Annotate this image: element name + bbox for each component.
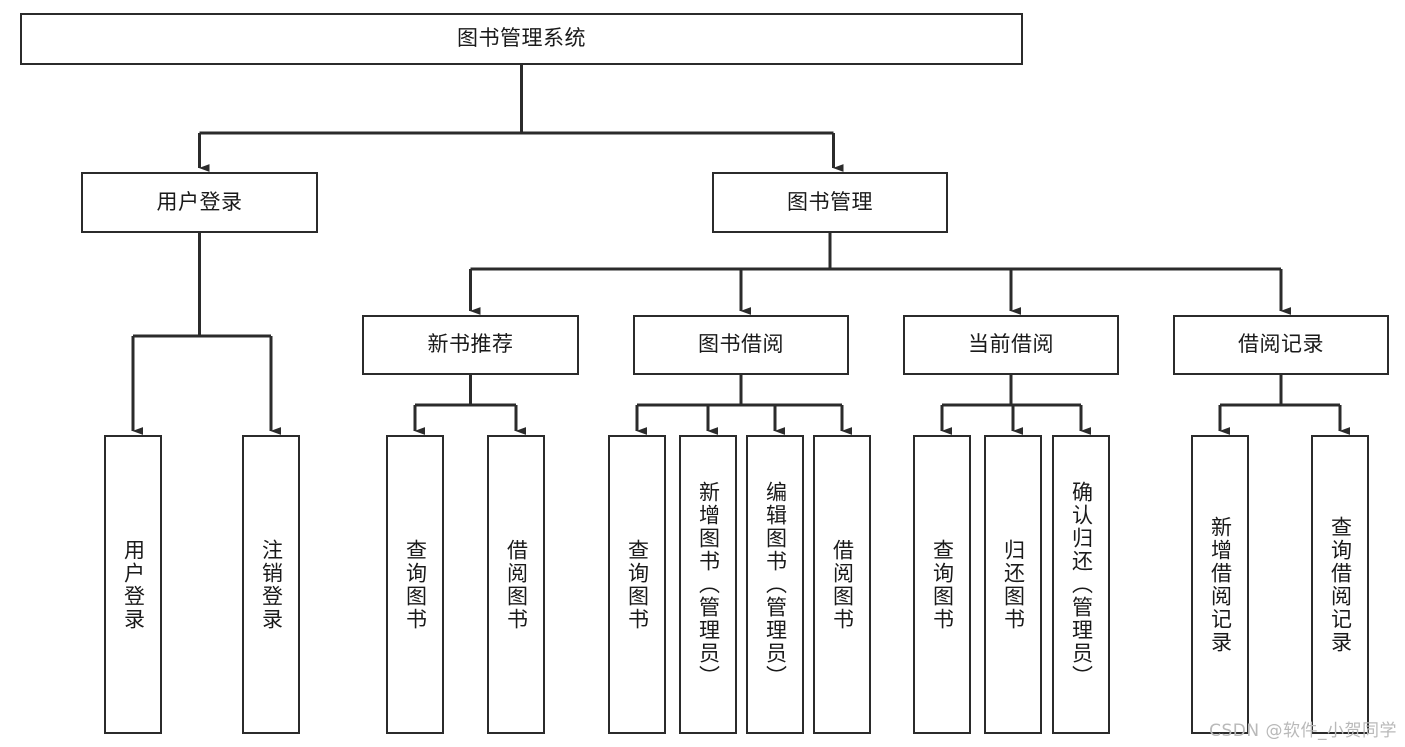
leaf-query-book-borrow-label: 查询图书 [625,538,650,631]
node-book-manage[interactable]: 图书管理 [712,172,948,233]
leaf-borrow-book[interactable]: 借阅图书 [813,435,871,734]
leaf-confirm-return-label: 确认归还（管理员） [1069,481,1094,688]
leaf-query-book-borrow[interactable]: 查询图书 [608,435,666,734]
leaf-add-book[interactable]: 新增图书（管理员） [679,435,737,734]
leaf-borrow-book-label: 借阅图书 [830,538,855,631]
leaf-borrow-book-recommend-label: 借阅图书 [504,538,529,631]
leaf-edit-book[interactable]: 编辑图书（管理员） [746,435,804,734]
edges-currentborrow-to-leaves [940,375,1092,435]
node-user-login[interactable]: 用户登录 [81,172,318,233]
node-book-borrow-label: 图书借阅 [698,332,784,357]
leaf-query-book-current-label: 查询图书 [930,538,955,631]
leaf-add-borrow-record-label: 新增借阅记录 [1208,515,1233,654]
edges-bookborrow-to-leaves [635,375,853,435]
leaf-logout[interactable]: 注销登录 [242,435,300,734]
node-borrow-record-label: 借阅记录 [1238,332,1324,357]
leaf-query-book-recommend[interactable]: 查询图书 [386,435,444,734]
leaf-borrow-book-recommend[interactable]: 借阅图书 [487,435,545,734]
node-current-borrow[interactable]: 当前借阅 [903,315,1119,375]
node-root-label: 图书管理系统 [457,26,586,51]
node-book-borrow[interactable]: 图书借阅 [633,315,849,375]
leaf-add-book-label: 新增图书（管理员） [696,481,721,688]
leaf-query-borrow-record-label: 查询借阅记录 [1328,515,1353,654]
edges-borrowrecord-to-leaves [1218,375,1351,435]
leaf-query-book-current[interactable]: 查询图书 [913,435,971,734]
node-root[interactable]: 图书管理系统 [20,13,1023,65]
node-borrow-record[interactable]: 借阅记录 [1173,315,1389,375]
node-user-login-label: 用户登录 [156,189,243,214]
leaf-edit-book-label: 编辑图书（管理员） [763,481,788,688]
leaf-user-login-label: 用户登录 [121,538,146,631]
node-current-borrow-label: 当前借阅 [968,332,1054,357]
edges-bookmanage-to-level2 [469,233,1292,315]
edges-newbook-to-leaves [413,375,527,435]
leaf-user-login[interactable]: 用户登录 [104,435,162,734]
edges-userlogin-to-leaves [131,233,282,435]
node-new-book-recommend[interactable]: 新书推荐 [362,315,579,375]
leaf-add-borrow-record[interactable]: 新增借阅记录 [1191,435,1249,734]
node-new-book-recommend-label: 新书推荐 [427,332,514,357]
leaf-query-borrow-record[interactable]: 查询借阅记录 [1311,435,1369,734]
watermark-text: CSDN @软件_小贺同学 [1209,721,1397,741]
leaf-confirm-return[interactable]: 确认归还（管理员） [1052,435,1110,734]
leaf-return-book-label: 归还图书 [1001,538,1026,631]
leaf-return-book[interactable]: 归还图书 [984,435,1042,734]
leaf-logout-label: 注销登录 [259,538,284,631]
leaf-query-book-recommend-label: 查询图书 [403,538,428,631]
edges-root-to-level1 [198,65,844,172]
node-book-manage-label: 图书管理 [787,189,873,214]
